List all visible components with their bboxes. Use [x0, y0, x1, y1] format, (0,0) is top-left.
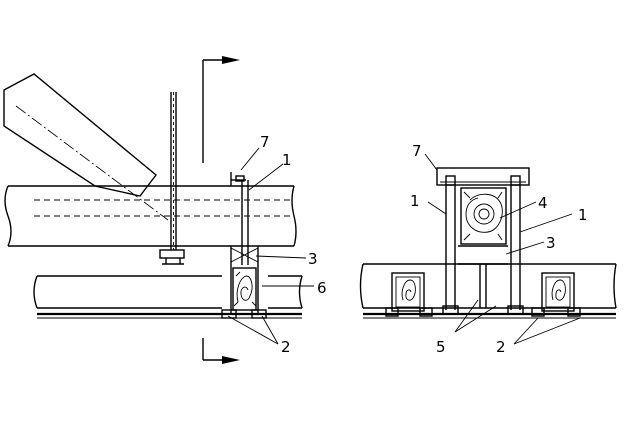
- right-view: 7 1 4 1 3 5 2: [359, 142, 617, 356]
- log-cross-section: [460, 187, 507, 245]
- right-bottom-rail: [359, 263, 617, 319]
- label-2-right: 2: [496, 338, 506, 356]
- inclined-log: [3, 73, 169, 221]
- label-2-left: 2: [281, 338, 291, 356]
- label-1b-right: 1: [578, 206, 588, 224]
- main-beam: [4, 185, 297, 247]
- label-5-right: 5: [436, 338, 446, 356]
- right-rods: [442, 185, 524, 315]
- label-7-right: 7: [412, 142, 422, 160]
- left-leaders: [227, 147, 314, 345]
- left-view: 7 1 3 6 2: [3, 56, 327, 364]
- bottom-rail: [33, 275, 303, 319]
- top-plate: [436, 167, 530, 186]
- section-marker-bottom: [202, 338, 240, 364]
- section-marker-top: [202, 56, 240, 163]
- label-7-left: 7: [260, 133, 270, 151]
- label-1-left: 1: [282, 151, 292, 169]
- label-3-right: 3: [546, 234, 556, 252]
- label-1a-right: 1: [410, 192, 420, 210]
- label-3-left: 3: [308, 250, 318, 268]
- spacer-block: [458, 245, 508, 265]
- support-post: [230, 246, 259, 314]
- right-leaders: [424, 153, 581, 345]
- wood-block-right: [541, 272, 575, 312]
- wood-block-left: [391, 272, 425, 312]
- bracket-and-rods: [230, 172, 249, 265]
- vertical-pin: [159, 92, 185, 265]
- label-6-left: 6: [317, 279, 327, 297]
- label-4-right: 4: [538, 194, 548, 212]
